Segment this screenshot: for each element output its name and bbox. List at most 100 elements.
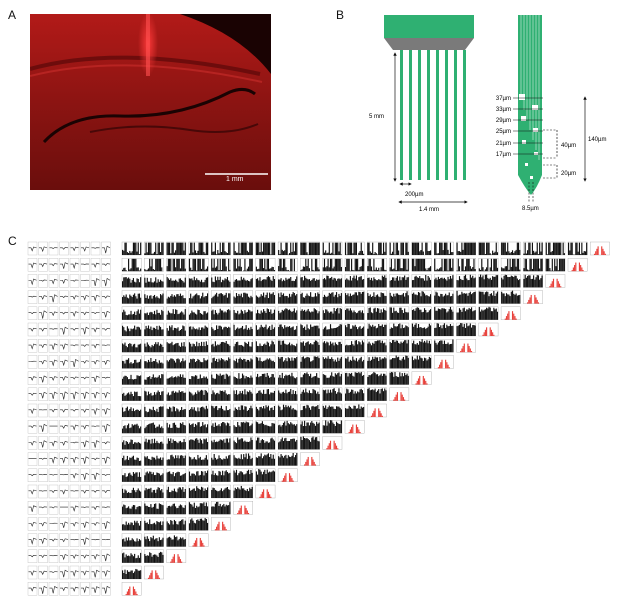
waveform-trace	[60, 279, 68, 283]
waveform-trace	[102, 377, 110, 378]
waveform-trace	[29, 344, 37, 349]
cross-correlogram	[167, 339, 186, 352]
cross-correlogram	[434, 291, 453, 304]
cross-correlogram	[189, 339, 208, 352]
site-width-label: 25µm	[496, 129, 511, 135]
waveform-trace	[39, 392, 47, 398]
cross-correlogram	[256, 404, 275, 417]
cross-correlogram	[390, 258, 409, 271]
waveform-box	[81, 566, 90, 579]
waveform-trace	[29, 426, 37, 428]
cross-correlogram	[390, 355, 409, 368]
waveform-trace	[92, 539, 100, 540]
waveform-trace	[39, 441, 47, 448]
cross-correlogram	[256, 274, 275, 287]
cross-correlogram	[122, 566, 141, 579]
cross-correlogram	[300, 404, 319, 417]
waveform-trace	[92, 523, 100, 526]
waveform-box	[70, 485, 79, 498]
waveform-trace	[60, 522, 68, 528]
cross-correlogram	[256, 258, 275, 271]
cross-correlogram	[189, 517, 208, 530]
waveform-box	[91, 388, 100, 401]
waveform-trace	[71, 247, 79, 250]
cross-correlogram	[122, 258, 141, 271]
waveform-box	[60, 404, 69, 417]
cross-correlogram	[234, 388, 253, 401]
waveform-trace	[50, 572, 58, 573]
waveform-trace	[92, 279, 100, 286]
cross-correlogram	[211, 436, 230, 449]
cross-correlogram	[122, 453, 141, 466]
histology-image: 1 mm	[30, 14, 271, 190]
autocorrelogram	[323, 436, 342, 449]
cross-correlogram	[189, 404, 208, 417]
cross-correlogram	[412, 258, 431, 271]
cross-correlogram	[167, 453, 186, 466]
waveform-box	[102, 566, 111, 579]
waveform-trace	[39, 555, 47, 557]
autocorrelogram	[234, 501, 253, 514]
waveform-trace	[92, 295, 100, 300]
cross-correlogram	[278, 291, 297, 304]
waveform-box	[81, 355, 90, 368]
cross-correlogram	[144, 242, 163, 255]
cross-correlogram	[568, 242, 587, 255]
cross-correlogram	[256, 323, 275, 336]
waveform-box	[60, 534, 69, 547]
cross-correlogram	[345, 307, 364, 320]
waveform-trace	[102, 490, 110, 492]
waveform-trace	[50, 392, 58, 399]
cross-correlogram	[211, 307, 230, 320]
waveform-box	[60, 372, 69, 385]
cross-correlogram	[501, 258, 520, 271]
cross-correlogram	[189, 307, 208, 320]
waveform-trace	[102, 424, 110, 432]
waveform-box	[28, 355, 37, 368]
cross-correlogram	[211, 501, 230, 514]
cross-correlogram	[390, 242, 409, 255]
cross-correlogram	[300, 258, 319, 271]
autocorrelogram	[300, 453, 319, 466]
waveform-trace	[29, 263, 37, 268]
cross-correlogram	[167, 501, 186, 514]
waveform-box	[70, 550, 79, 563]
waveform-trace	[29, 441, 37, 445]
cross-correlogram	[434, 323, 453, 336]
cross-correlogram	[144, 258, 163, 271]
waveform-trace	[102, 328, 110, 330]
waveform-trace	[60, 457, 68, 462]
cross-correlogram	[278, 404, 297, 417]
waveform-trace	[39, 507, 47, 508]
waveform-trace	[71, 522, 79, 526]
waveform-trace	[39, 280, 47, 281]
autocorrelogram	[144, 566, 163, 579]
waveform-trace	[50, 279, 58, 283]
waveform-box	[28, 436, 37, 449]
waveform-box	[28, 453, 37, 466]
waveform-trace	[102, 571, 110, 576]
waveform-box	[81, 404, 90, 417]
cross-correlogram	[390, 291, 409, 304]
waveform-box	[39, 404, 48, 417]
cross-correlogram	[523, 258, 542, 271]
waveform-trace	[29, 296, 37, 297]
cross-correlogram	[144, 274, 163, 287]
waveform-box	[39, 258, 48, 271]
cross-correlogram	[546, 242, 565, 255]
waveform-trace	[71, 360, 79, 367]
cross-correlogram	[323, 372, 342, 385]
waveform-trace	[50, 441, 58, 446]
cross-correlogram	[345, 372, 364, 385]
cross-correlogram	[144, 501, 163, 514]
cross-correlogram	[390, 372, 409, 385]
waveform-trace	[29, 393, 37, 395]
cross-correlogram	[256, 355, 275, 368]
waveform-trace	[39, 361, 47, 364]
cross-correlogram	[144, 420, 163, 433]
cross-correlogram	[300, 420, 319, 433]
waveform-trace	[81, 473, 89, 479]
autocorrelogram	[434, 355, 453, 368]
waveform-trace	[92, 248, 100, 249]
cross-correlogram	[256, 436, 275, 449]
